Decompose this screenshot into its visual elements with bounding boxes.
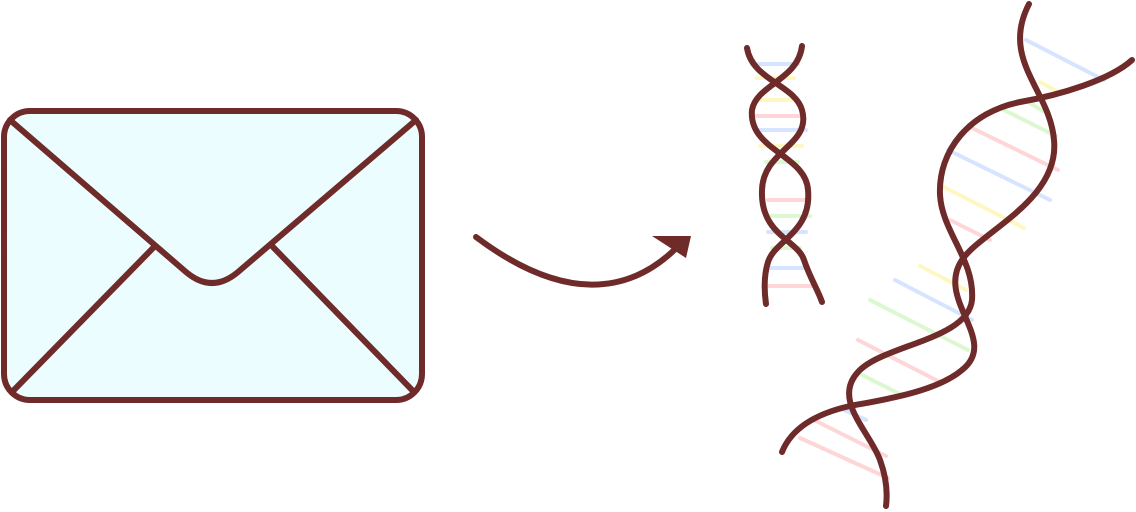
envelope-body	[1, 108, 425, 403]
base-pair	[856, 338, 942, 384]
curved-arrow-icon	[473, 234, 691, 288]
base-pair	[798, 436, 890, 480]
base-pair	[998, 106, 1058, 138]
dna-helix-icon	[744, 43, 825, 307]
base-pair	[1024, 38, 1106, 82]
dna-small-strand-right	[748, 43, 812, 307]
arrow-shaft	[473, 234, 687, 288]
base-pair	[860, 373, 902, 396]
base-pair	[893, 278, 974, 322]
envelope-bottom-right-fold	[270, 244, 417, 395]
arrow-head	[652, 236, 691, 258]
base-pair	[970, 126, 1060, 172]
envelope-bottom-left-fold	[9, 244, 157, 395]
dna-large-strand-a	[779, 1, 1058, 455]
dna-large-strand-b	[846, 57, 1135, 509]
dna-helix-icon	[779, 1, 1135, 509]
envelope-flap	[7, 117, 419, 286]
dna-large-base-pairs	[798, 38, 1106, 480]
base-pair	[868, 298, 970, 352]
dna-small-strand-left	[744, 45, 825, 305]
envelope-icon	[1, 108, 425, 403]
